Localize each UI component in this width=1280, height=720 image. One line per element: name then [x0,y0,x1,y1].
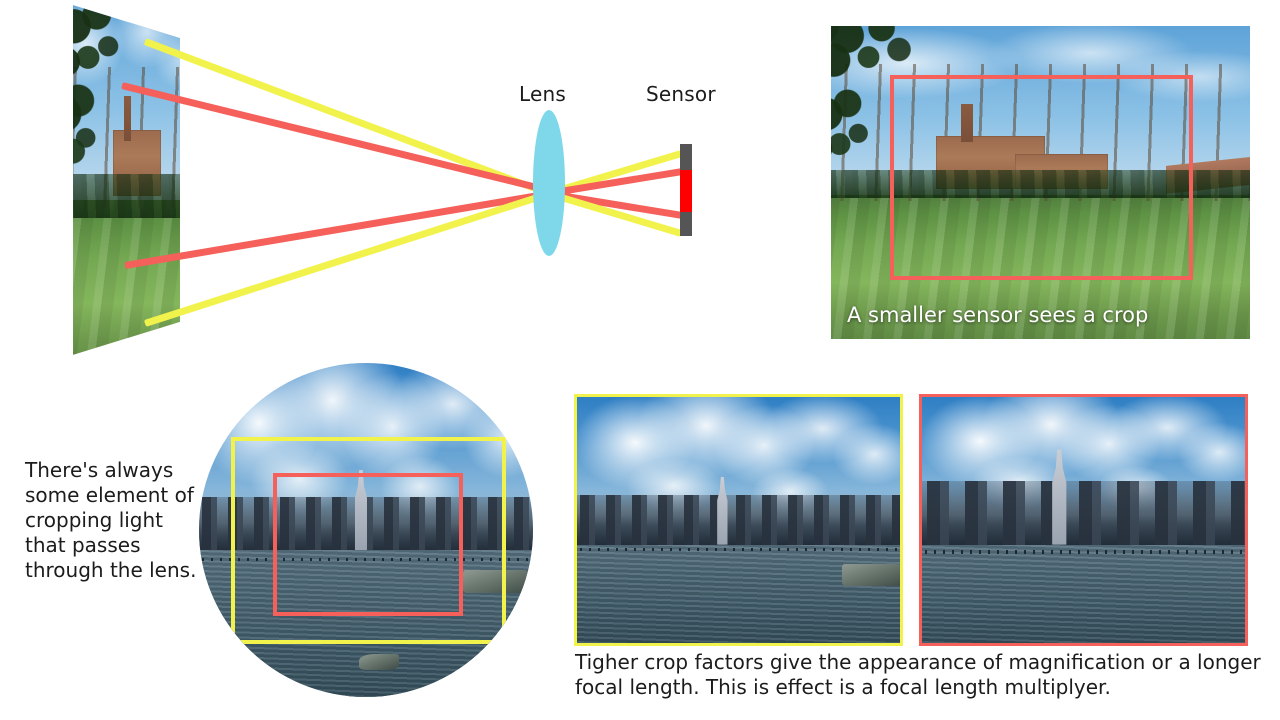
foliage-left-edge [831,82,873,189]
foliage-left-edge [73,74,97,208]
scene-plane [60,0,200,370]
ray-yellow-bottom-incoming [143,190,550,327]
chimney [124,96,132,141]
park-scene-left [73,5,180,355]
lens-label: Lens [519,82,566,106]
right-photo: A smaller sensor sees a crop [831,26,1250,339]
pier-line [199,558,533,562]
sensor-label: Sensor [646,82,716,106]
foreground-rock [359,653,400,671]
empire-state-building [717,470,728,545]
sensor-inactive-bottom [680,212,692,236]
crop-image-yellow [574,394,903,646]
crop-rect-yellow [231,437,506,644]
crop-rect-red [890,75,1193,280]
right-photo-caption: A smaller sensor sees a crop [847,303,1149,327]
pier-line [922,549,1245,554]
crop-image-red [919,394,1248,646]
bottom-caption: Tigher crop factors give the appearance … [575,650,1261,699]
pier-line [577,548,900,552]
sensor-inactive-top [680,144,692,170]
left-paragraph: There's always some element of cropping … [25,458,197,582]
skyline [577,495,900,545]
lens-element [533,110,565,256]
rock-jetty [462,570,533,594]
rock-jetty [841,564,900,587]
tree-belt [831,169,1250,199]
sensor-active-area [680,170,692,212]
skyline [922,480,1245,545]
crop-rect-red [273,473,463,616]
scene-plane-clip [73,5,180,355]
chimney [960,104,974,142]
water [922,544,1245,643]
circle-photo [199,363,533,697]
water [577,544,900,643]
sensor-element [680,144,692,236]
